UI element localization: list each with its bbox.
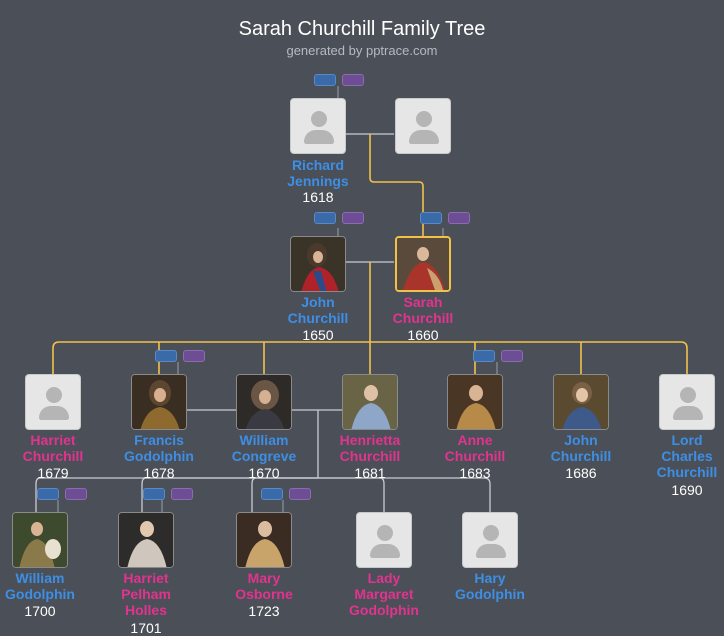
- person-photo-hary[interactable]: [462, 512, 518, 568]
- page-subtitle: generated by pptrace.com: [286, 43, 438, 58]
- person-year-harriet-ph: 1701: [130, 620, 162, 636]
- person-photo-harriet-ph[interactable]: [118, 512, 174, 568]
- portrait-mary-icon: [237, 513, 291, 567]
- portrait-harriet-pelham-icon: [119, 513, 173, 567]
- person-photo-william-c[interactable]: [236, 374, 292, 430]
- person-photo-richard[interactable]: [290, 98, 346, 154]
- person-year-harriet: 1679: [37, 465, 69, 481]
- expand-spouses-button[interactable]: [342, 212, 364, 224]
- portrait-john-icon: [291, 237, 345, 291]
- person-photo-william-g[interactable]: [12, 512, 68, 568]
- portrait-francis-icon: [132, 375, 186, 429]
- expand-spouses-button[interactable]: [289, 488, 311, 500]
- expand-parents-button[interactable]: [37, 488, 59, 500]
- expand-parents-button[interactable]: [143, 488, 165, 500]
- portrait-anne-icon: [448, 375, 502, 429]
- person-photo-spouse[interactable]: [395, 98, 451, 154]
- person-photo-sarah[interactable]: [395, 236, 451, 292]
- person-year-sarah: 1660: [407, 327, 439, 343]
- expand-spouses-button[interactable]: [183, 350, 205, 362]
- person-photo-margaret[interactable]: [356, 512, 412, 568]
- expand-parents-button[interactable]: [314, 212, 336, 224]
- avatar-placeholder-icon: [46, 387, 62, 403]
- person-year-charles: 1690: [671, 482, 703, 498]
- avatar-placeholder-icon: [680, 387, 696, 403]
- expand-spouses-button[interactable]: [65, 488, 87, 500]
- expand-parents-button[interactable]: [261, 488, 283, 500]
- avatar-placeholder-icon: [416, 111, 432, 127]
- expand-spouses-button[interactable]: [171, 488, 193, 500]
- person-photo-john-jr[interactable]: [553, 374, 609, 430]
- page-title: Sarah Churchill Family Tree: [238, 18, 486, 40]
- person-year-francis: 1678: [143, 465, 175, 481]
- portrait-sarah-icon: [397, 238, 449, 290]
- portrait-william-godolphin-icon: [13, 513, 67, 567]
- person-photo-charles[interactable]: [659, 374, 715, 430]
- expand-parents-button[interactable]: [314, 74, 336, 86]
- expand-spouses-button[interactable]: [448, 212, 470, 224]
- person-photo-henrietta[interactable]: [342, 374, 398, 430]
- person-photo-john[interactable]: [290, 236, 346, 292]
- avatar-placeholder-icon: [377, 525, 393, 541]
- person-year-john: 1650: [302, 327, 334, 343]
- expand-spouses-button[interactable]: [501, 350, 523, 362]
- expand-parents-button[interactable]: [420, 212, 442, 224]
- person-photo-harriet[interactable]: [25, 374, 81, 430]
- person-year-anne: 1683: [459, 465, 491, 481]
- expand-parents-button[interactable]: [473, 350, 495, 362]
- expand-spouses-button[interactable]: [342, 74, 364, 86]
- person-year-henrietta: 1681: [354, 465, 386, 481]
- person-photo-mary[interactable]: [236, 512, 292, 568]
- portrait-william-congreve-icon: [237, 375, 291, 429]
- avatar-placeholder-icon: [311, 111, 327, 127]
- person-photo-francis[interactable]: [131, 374, 187, 430]
- portrait-henrietta-icon: [343, 375, 397, 429]
- person-year-william-c: 1670: [248, 465, 280, 481]
- avatar-placeholder-icon: [483, 525, 499, 541]
- person-year-john-jr: 1686: [565, 465, 597, 481]
- person-year-richard: 1618: [302, 189, 334, 205]
- person-photo-anne[interactable]: [447, 374, 503, 430]
- expand-parents-button[interactable]: [155, 350, 177, 362]
- person-year-mary: 1723: [248, 603, 280, 619]
- portrait-john-jr-icon: [554, 375, 608, 429]
- person-year-william-g: 1700: [24, 603, 56, 619]
